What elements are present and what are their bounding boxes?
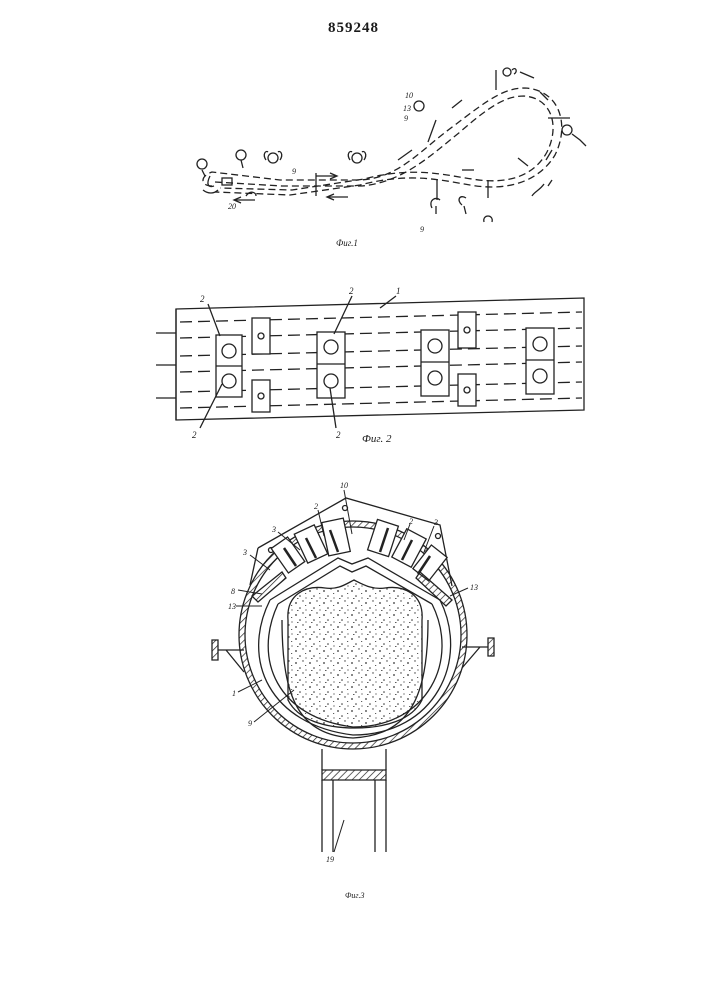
fig2-ref-1: 1 (396, 286, 401, 296)
carrier-plate-group-1 (216, 318, 270, 412)
fig2-ref-2-topleft: 2 (200, 294, 205, 304)
fig2-ref-2-botmid: 2 (336, 430, 341, 440)
figure-3-cross-section (212, 490, 494, 852)
fig3-ref-10: 10 (340, 481, 348, 490)
fig2-ref-2-topmid: 2 (349, 286, 354, 296)
carrier-plate-group-3 (421, 312, 476, 406)
fig3-ref-9: 9 (248, 719, 252, 728)
figure-1-route-diagram (197, 68, 586, 222)
fig3-ref-8: 8 (231, 587, 235, 596)
fig1-ref-20: 20 (228, 202, 236, 211)
figure-2-conveyor-plan (156, 296, 584, 428)
fig1-caption: Фиг.1 (336, 238, 358, 248)
track-line-outer (203, 88, 562, 195)
fig3-ref-3-b: 3 (242, 548, 247, 557)
fig3-ref-2-right: 2 (409, 517, 413, 526)
fig1-ref-13: 13 (403, 104, 411, 113)
fig3-ref-3-a: 3 (271, 525, 276, 534)
fig1-ref-9-upper: 9 (404, 114, 408, 123)
fig3-ref-2-left: 2 (314, 502, 318, 511)
fig3-ref-13-right: 13 (470, 583, 478, 592)
fig3-ref-1: 1 (232, 689, 236, 698)
fig2-ref-2-botleft: 2 (192, 430, 197, 440)
fig2-caption: Фиг. 2 (362, 433, 392, 445)
fig1-ref-9-mid: 9 (292, 167, 296, 176)
carrier-plate-group-2 (317, 332, 345, 398)
fig3-ref-3-right: 3 (433, 518, 438, 527)
carrier-plate-group-4 (526, 328, 554, 394)
figure-1-labels: 10 13 9 9 9 20 Фиг.1 (228, 91, 424, 248)
fig1-ref-10: 10 (405, 91, 413, 100)
fig3-caption: Фиг.3 (345, 891, 364, 900)
fig3-ref-19: 19 (326, 855, 334, 864)
fig3-ref-13-left: 13 (228, 602, 236, 611)
track-line-inner (215, 96, 553, 190)
fig1-ref-9-lower: 9 (420, 225, 424, 234)
